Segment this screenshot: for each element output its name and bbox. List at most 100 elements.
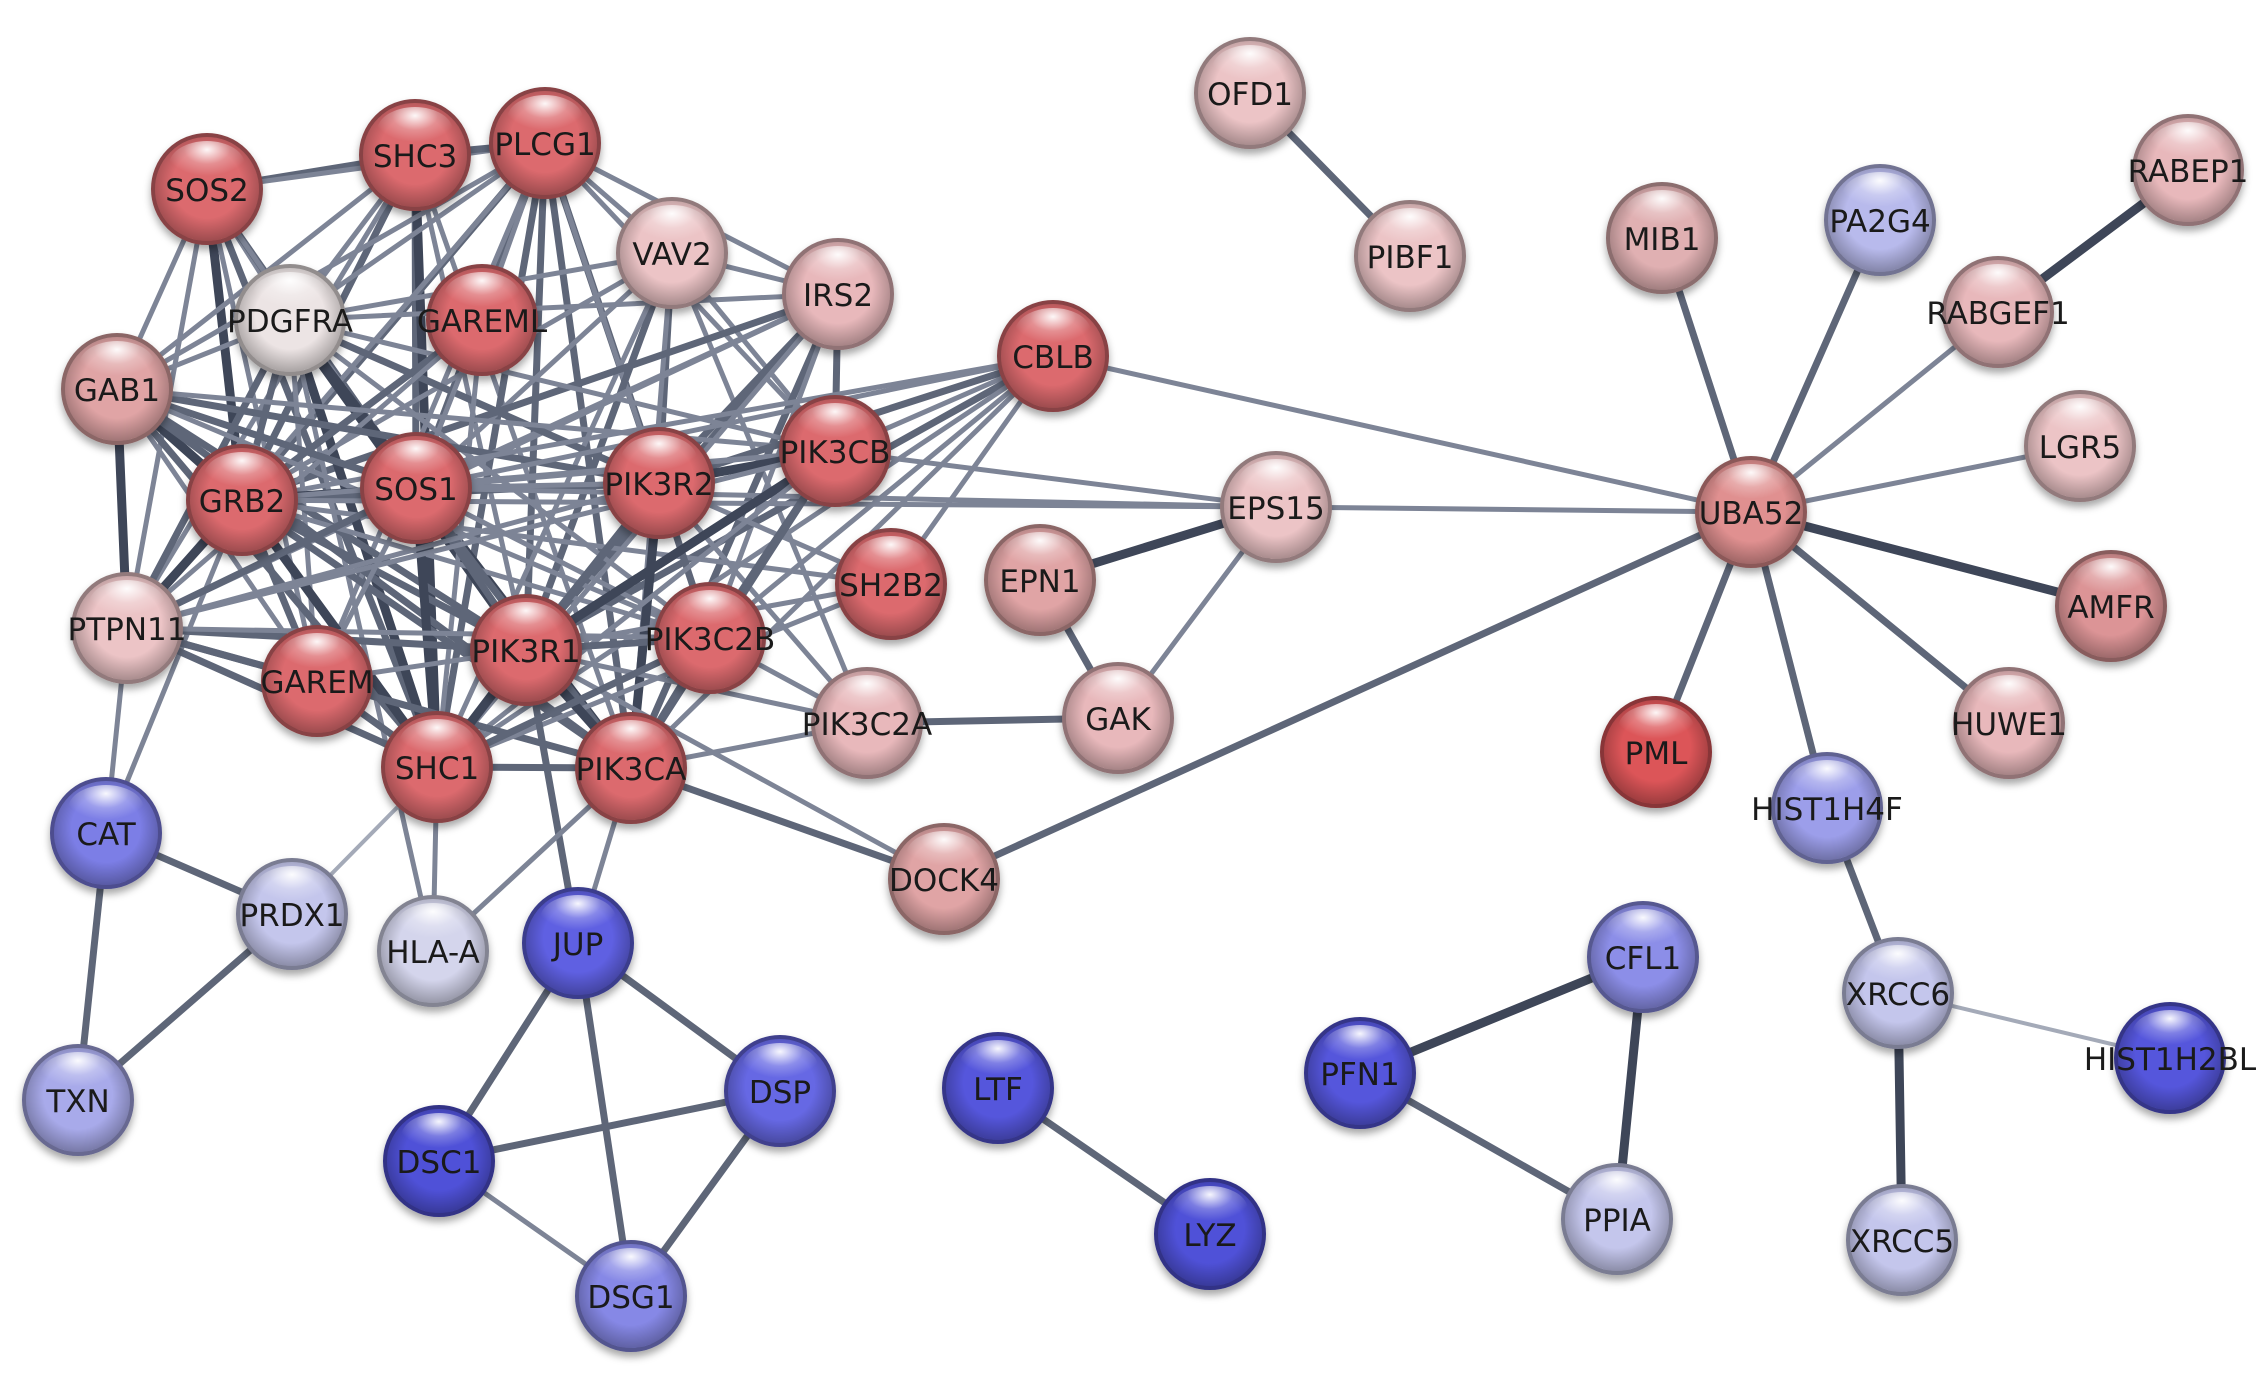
node-pik3ca[interactable]: PIK3CA <box>575 712 687 824</box>
node-highlight <box>1713 464 1789 512</box>
node-hist1h2bl[interactable]: HIST1H2BL <box>2084 1002 2257 1114</box>
node-pik3c2a[interactable]: PIK3C2A <box>802 667 932 779</box>
node-pa2g4[interactable]: PA2G4 <box>1824 164 1936 276</box>
node-label: SHC3 <box>373 139 457 175</box>
node-ptpn11[interactable]: PTPN11 <box>68 572 187 684</box>
edge-irs2-pdgfra <box>287 291 841 323</box>
node-highlight <box>797 403 873 451</box>
node-eps15[interactable]: EPS15 <box>1220 451 1332 563</box>
node-garem[interactable]: GAREM <box>260 625 374 737</box>
node-highlight <box>1579 1171 1655 1219</box>
node-uba52[interactable]: UBA52 <box>1695 456 1807 568</box>
node-ltf[interactable]: LTF <box>942 1032 1054 1144</box>
edge-dock4-uba52 <box>940 508 1755 883</box>
node-label: LYZ <box>1183 1218 1236 1254</box>
node-hist1h4f[interactable]: HIST1H4F <box>1751 752 1903 864</box>
edge-pdgfra-pik3cb <box>287 317 838 454</box>
edge-dsp-dsc1 <box>435 1087 784 1165</box>
node-rabep1[interactable]: RABEP1 <box>2128 114 2249 226</box>
node-sos2[interactable]: SOS2 <box>151 133 263 245</box>
node-highlight <box>742 1043 818 1091</box>
node-pdgfra[interactable]: PDGFRA <box>227 264 353 376</box>
node-label: RABEP1 <box>2128 154 2249 190</box>
node-highlight <box>1960 264 2036 312</box>
node-shc3[interactable]: SHC3 <box>359 99 471 211</box>
node-highlight <box>1002 532 1078 580</box>
node-rabgef1[interactable]: RABGEF1 <box>1926 256 2070 368</box>
node-sos1[interactable]: SOS1 <box>360 432 472 544</box>
node-highlight <box>395 903 471 951</box>
node-hla-a[interactable]: HLA-A <box>377 895 489 1007</box>
node-mib1[interactable]: MIB1 <box>1606 182 1718 294</box>
node-highlight <box>1789 760 1865 808</box>
node-label: HIST1H2BL <box>2084 1042 2257 1078</box>
node-label: HIST1H4F <box>1751 792 1903 828</box>
node-plcg1[interactable]: PLCG1 <box>489 87 601 199</box>
node-highlight <box>593 1248 669 1296</box>
node-prdx1[interactable]: PRDX1 <box>236 858 348 970</box>
node-pik3r2[interactable]: PIK3R2 <box>603 427 715 539</box>
node-highlight <box>540 895 616 943</box>
node-highlight <box>1971 675 2047 723</box>
node-lyz[interactable]: LYZ <box>1154 1178 1266 1290</box>
node-sh2b2[interactable]: SH2B2 <box>835 528 947 640</box>
node-xrcc6[interactable]: XRCC6 <box>1842 937 1954 1049</box>
node-highlight <box>1624 190 1700 238</box>
node-cblb[interactable]: CBLB <box>997 300 1109 412</box>
node-label: DSP <box>749 1075 811 1111</box>
node-highlight <box>829 675 905 723</box>
node-pik3c2b[interactable]: PIK3C2B <box>645 582 776 694</box>
node-highlight <box>1842 172 1918 220</box>
node-dsp[interactable]: DSP <box>724 1035 836 1147</box>
node-vav2[interactable]: VAV2 <box>616 197 728 309</box>
node-label: GAREML <box>417 304 548 340</box>
node-pik3r1[interactable]: PIK3R1 <box>470 594 582 706</box>
node-pibf1[interactable]: PIBF1 <box>1354 200 1466 312</box>
node-ofd1[interactable]: OFD1 <box>1194 37 1306 149</box>
edge-gab1-pik3r1 <box>113 385 530 654</box>
node-dock4[interactable]: DOCK4 <box>888 823 1000 935</box>
node-label: JUP <box>551 927 604 963</box>
node-pfn1[interactable]: PFN1 <box>1304 1017 1416 1129</box>
node-gareml[interactable]: GAREML <box>417 264 548 376</box>
edge-pik3cb-eps15 <box>832 448 1279 510</box>
node-jup[interactable]: JUP <box>522 887 634 999</box>
edge-cblb-uba52 <box>1050 353 1754 515</box>
node-grb2[interactable]: GRB2 <box>186 444 298 556</box>
node-pml[interactable]: PML <box>1600 696 1712 808</box>
node-label: EPN1 <box>999 564 1080 600</box>
node-huwe1[interactable]: HUWE1 <box>1951 667 2067 779</box>
node-lgr5[interactable]: LGR5 <box>2024 390 2136 502</box>
node-cat[interactable]: CAT <box>50 777 162 889</box>
node-label: DOCK4 <box>889 863 999 899</box>
edge-sh2b2-shc1 <box>434 581 894 770</box>
node-highlight <box>634 205 710 253</box>
node-highlight <box>1618 704 1694 752</box>
node-label: PFN1 <box>1320 1057 1399 1093</box>
node-gak[interactable]: GAK <box>1062 662 1174 774</box>
node-label: OFD1 <box>1207 77 1293 113</box>
node-highlight <box>377 107 453 155</box>
node-highlight <box>906 831 982 879</box>
node-ppia[interactable]: PPIA <box>1561 1163 1673 1275</box>
node-amfr[interactable]: AMFR <box>2055 550 2167 662</box>
node-pik3cb[interactable]: PIK3CB <box>779 395 891 507</box>
node-dsg1[interactable]: DSG1 <box>575 1240 687 1352</box>
node-gab1[interactable]: GAB1 <box>61 333 173 445</box>
node-epn1[interactable]: EPN1 <box>984 524 1096 636</box>
node-xrcc5[interactable]: XRCC5 <box>1846 1184 1958 1296</box>
edge-eps15-uba52 <box>1273 504 1754 515</box>
node-label: AMFR <box>2067 590 2154 626</box>
node-irs2[interactable]: IRS2 <box>782 238 894 350</box>
node-highlight <box>399 719 475 767</box>
node-highlight <box>444 272 520 320</box>
node-highlight <box>1238 459 1314 507</box>
node-highlight <box>2150 122 2226 170</box>
node-dsc1[interactable]: DSC1 <box>383 1105 495 1217</box>
node-highlight <box>1605 909 1681 957</box>
node-shc1[interactable]: SHC1 <box>381 711 493 823</box>
node-label: UBA52 <box>1699 496 1804 532</box>
node-cfl1[interactable]: CFL1 <box>1587 901 1699 1013</box>
node-txn[interactable]: TXN <box>22 1044 134 1156</box>
